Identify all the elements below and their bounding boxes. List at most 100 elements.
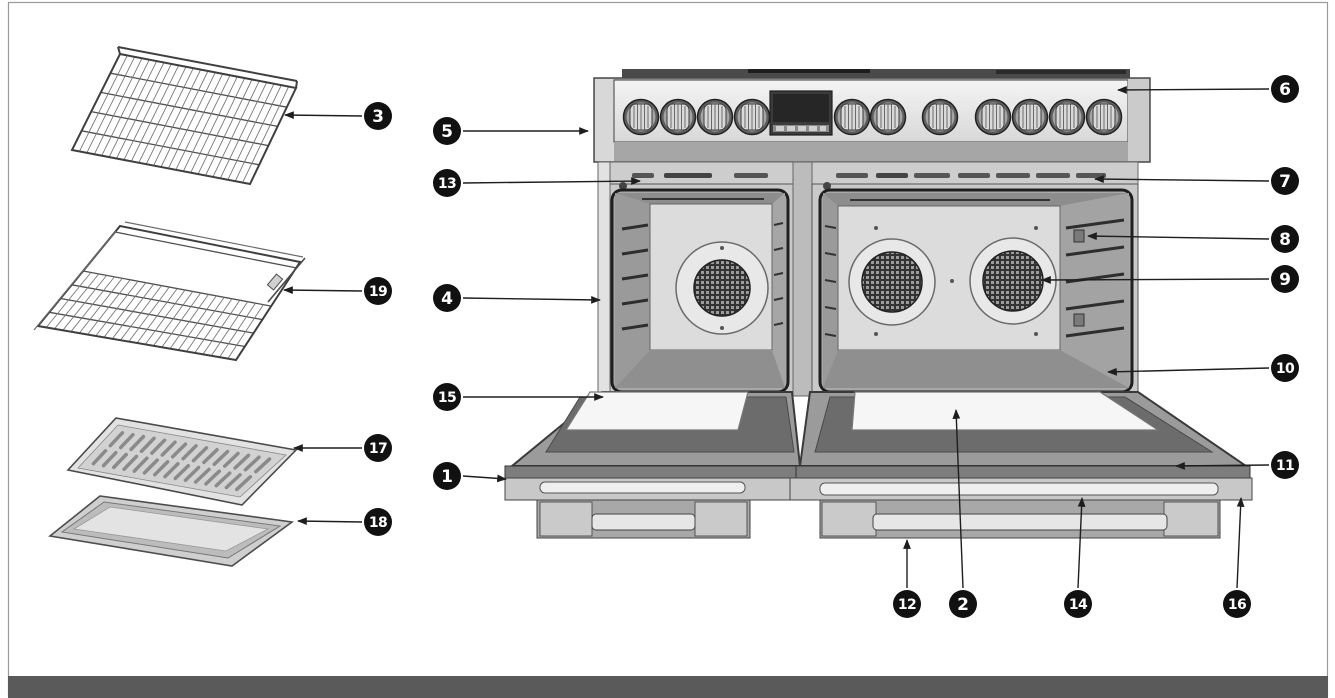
callout-number: 6 bbox=[1279, 80, 1291, 100]
grill-slot bbox=[142, 458, 159, 475]
telescopic-rack-accessory bbox=[33, 221, 306, 362]
callout-number: 1 bbox=[441, 467, 453, 487]
callout-16: 16 bbox=[1223, 497, 1251, 618]
rack-wire bbox=[169, 294, 209, 349]
rack-wire bbox=[54, 273, 100, 330]
rack-wire bbox=[114, 231, 297, 269]
control-knob bbox=[659, 98, 697, 136]
rack-wire bbox=[205, 79, 253, 176]
grill-slot bbox=[214, 471, 232, 488]
grill-slot bbox=[191, 446, 209, 463]
callout-1: 1 bbox=[433, 462, 507, 490]
grill-slot bbox=[163, 462, 180, 479]
rack-frame bbox=[36, 224, 302, 362]
rack-wire bbox=[111, 283, 154, 340]
callout-number: 18 bbox=[369, 515, 387, 531]
callout-badge bbox=[1271, 354, 1299, 382]
rack-wire bbox=[182, 75, 231, 172]
grill-insert-accessory bbox=[66, 417, 298, 506]
control-knob bbox=[833, 98, 871, 136]
rack-wire bbox=[177, 295, 217, 351]
grill-slot bbox=[233, 453, 251, 470]
callout-badge bbox=[1271, 75, 1299, 103]
grill-slot bbox=[183, 465, 201, 482]
rack-wire bbox=[130, 65, 180, 162]
left-base-drawer bbox=[536, 499, 751, 539]
rack-wire bbox=[116, 62, 165, 159]
callout-8: 8 bbox=[1087, 225, 1299, 253]
grill-slot bbox=[173, 463, 191, 481]
rack-wire bbox=[95, 280, 139, 337]
slide-rail-clip bbox=[266, 273, 284, 291]
grill-slot bbox=[160, 440, 177, 457]
callouts: 3 5 6 13 7 8 19 bbox=[283, 75, 1299, 618]
grill-slot bbox=[101, 450, 118, 468]
control-panel bbox=[593, 77, 1151, 163]
fan-cover bbox=[969, 237, 1057, 325]
callout-number: 15 bbox=[438, 390, 456, 406]
back-wall-bolts bbox=[874, 226, 1038, 336]
callout-14: 14 bbox=[1064, 497, 1092, 618]
callout-badge bbox=[433, 169, 461, 197]
fan-cover bbox=[848, 238, 936, 326]
control-knob bbox=[1085, 98, 1123, 136]
grill-slot bbox=[181, 444, 198, 461]
drawer-handle bbox=[872, 513, 1168, 531]
rack-wire bbox=[153, 69, 202, 166]
callout-leader-line bbox=[297, 517, 363, 526]
callout-badge bbox=[1064, 590, 1092, 618]
rack-wire bbox=[194, 298, 233, 354]
grill-slot bbox=[204, 469, 222, 486]
rack-wire bbox=[108, 60, 158, 158]
rack-wire bbox=[103, 282, 147, 338]
rack-wire bbox=[136, 288, 178, 344]
rack-wire bbox=[202, 300, 241, 355]
callout-number: 14 bbox=[1069, 597, 1088, 613]
grill-slot bbox=[170, 442, 188, 459]
footer-band bbox=[8, 676, 1328, 698]
slide-rail bbox=[267, 257, 306, 303]
left-oven-door bbox=[504, 391, 802, 501]
callout-6: 6 bbox=[1117, 75, 1299, 103]
callout-badge bbox=[364, 434, 392, 462]
grill-slot bbox=[254, 457, 272, 474]
shelf-bracket bbox=[1073, 229, 1085, 243]
slide-rail bbox=[33, 230, 117, 331]
cooktop-edge bbox=[622, 69, 1130, 78]
rack-wire bbox=[144, 289, 186, 345]
grill-slot bbox=[139, 436, 156, 454]
rack-wire bbox=[161, 292, 202, 348]
grill-slot bbox=[234, 475, 253, 492]
callout-badge bbox=[364, 102, 392, 130]
callout-leader-line bbox=[1107, 367, 1270, 376]
callout-3: 3 bbox=[284, 102, 392, 130]
rack-wire bbox=[190, 76, 238, 173]
rack-wires bbox=[37, 231, 297, 361]
rack-wire bbox=[212, 80, 260, 178]
rack-wire bbox=[120, 285, 162, 341]
callout-number: 13 bbox=[438, 176, 456, 192]
right-base-drawer bbox=[819, 499, 1221, 539]
vent-trim-strip bbox=[599, 161, 1139, 185]
callout-leader-line bbox=[1041, 276, 1270, 284]
oven-side-edge bbox=[597, 161, 611, 397]
rack-wire bbox=[186, 297, 225, 352]
door-handle bbox=[819, 482, 1219, 496]
callout-badge bbox=[1271, 167, 1299, 195]
callout-leader-line bbox=[1236, 497, 1245, 589]
callout-number: 19 bbox=[369, 284, 387, 300]
rack-wire bbox=[153, 291, 194, 347]
callout-badge bbox=[1271, 265, 1299, 293]
callout-number: 3 bbox=[372, 107, 384, 127]
callout-badge bbox=[1223, 590, 1251, 618]
grill-slot bbox=[122, 454, 139, 471]
callout-7: 7 bbox=[1094, 167, 1299, 195]
oven-lamp bbox=[619, 182, 627, 190]
rack-wire bbox=[197, 77, 246, 175]
callout-leader-line bbox=[1175, 461, 1270, 470]
rack-wire bbox=[101, 59, 150, 156]
callout-leader-line bbox=[284, 111, 363, 120]
range-cooker-illustration bbox=[504, 69, 1253, 539]
rack-back-guard-post bbox=[117, 46, 121, 55]
